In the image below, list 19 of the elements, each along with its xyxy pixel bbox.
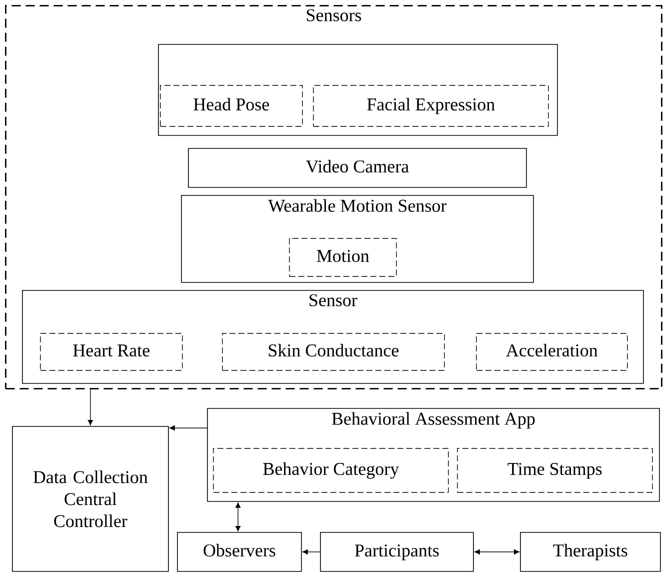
feature-box: Heart Rate (40, 333, 183, 371)
box: Therapists (520, 532, 661, 572)
feature-box: Head Pose (160, 85, 303, 127)
feature-box: Acceleration (476, 333, 628, 371)
arrow (235, 502, 241, 532)
arrow (302, 549, 320, 555)
feature-box: Skin Conductance (222, 333, 445, 371)
feature-box: Time Stamps (457, 448, 653, 493)
feature-box: Motion (289, 238, 397, 277)
box: Participants (320, 532, 474, 572)
feature-box: Behavior Category (213, 448, 449, 493)
device-box (158, 44, 558, 136)
arrow (88, 389, 94, 426)
feature-box: Facial Expression (313, 85, 549, 127)
box: Data Collection Central Controller (12, 426, 169, 572)
box: Observers (177, 532, 302, 572)
box: Video Camera (188, 148, 527, 188)
arrow (474, 549, 520, 555)
arrow (170, 425, 208, 431)
